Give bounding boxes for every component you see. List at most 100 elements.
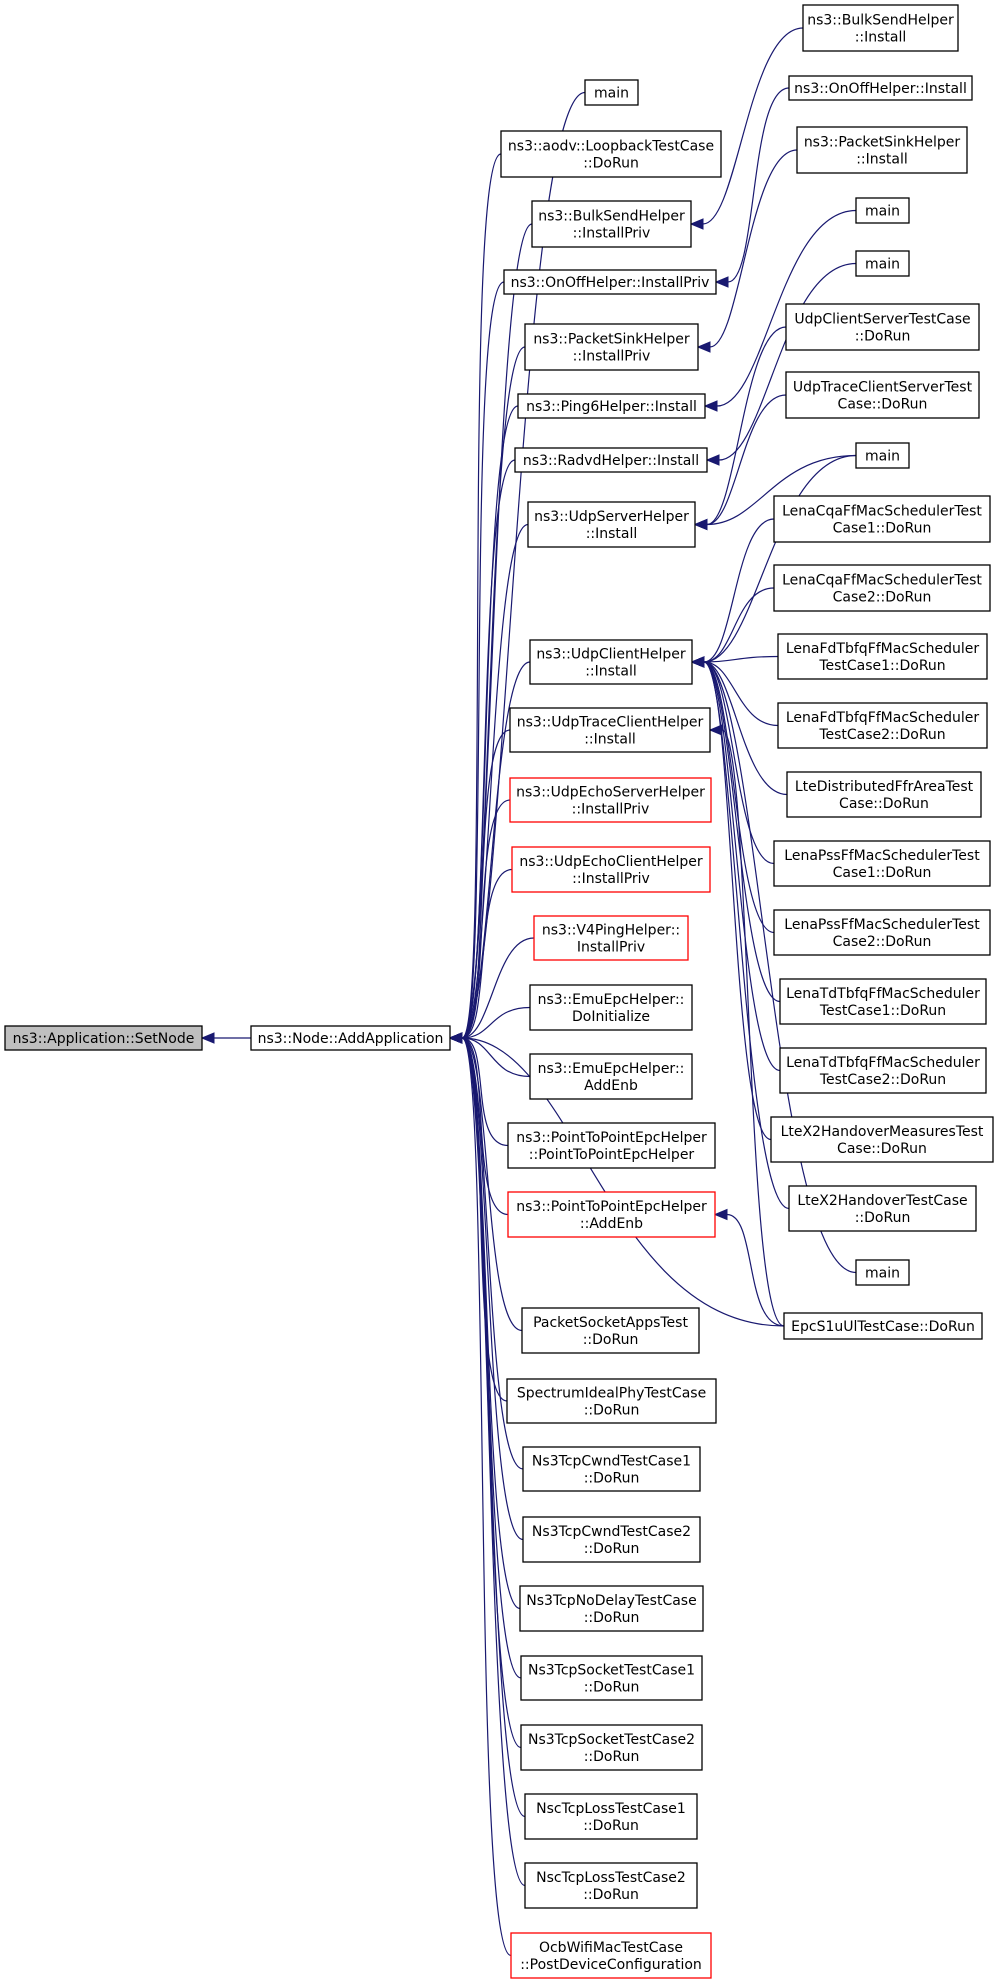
edge-udptcs-to-udpserver [693, 394, 787, 531]
node-radvd[interactable]: ns3::RadvdHelper::Install [514, 447, 708, 473]
node-addapp[interactable]: ns3::Node::AddApplication [250, 1025, 451, 1051]
node-label: LenaTdTbfqFfMacScheduler [786, 1055, 980, 1071]
node-main2[interactable]: main [855, 197, 910, 224]
node-box [785, 371, 980, 419]
node-label: ::InstallPriv [572, 871, 650, 887]
node-label: ::PointToPointEpcHelper [529, 1147, 695, 1163]
node-box [522, 1446, 701, 1492]
node-x2ho[interactable]: LteX2HandoverTestCase::DoRun [788, 1185, 977, 1232]
node-label: Ns3TcpSocketTestCase2 [528, 1732, 695, 1748]
node-label: ::Install [585, 664, 637, 680]
node-label: LenaPssFfMacSchedulerTest [784, 917, 980, 933]
node-ocb[interactable]: OcbWifiMacTestCase::PostDeviceConfigurat… [510, 1932, 712, 1979]
node-ping6[interactable]: ns3::Ping6Helper::Install [517, 393, 706, 419]
node-label: ns3::UdpClientHelper [536, 647, 686, 663]
node-epcs1[interactable]: EpcS1uUlTestCase::DoRun [783, 1312, 983, 1340]
node-udpclient[interactable]: ns3::UdpClientHelper::Install [529, 639, 693, 685]
edge-main2-to-ping6 [703, 209, 857, 412]
node-cwnd1[interactable]: Ns3TcpCwndTestCase1::DoRun [522, 1446, 701, 1492]
node-nodelay[interactable]: Ns3TcpNoDelayTestCase::DoRun [519, 1585, 704, 1632]
node-box [524, 323, 699, 371]
node-label: ns3::UdpEchoServerHelper [516, 785, 705, 801]
node-label: EpcS1uUlTestCase::DoRun [791, 1319, 975, 1335]
node-box [529, 639, 693, 685]
node-root[interactable]: ns3::Application::SetNode [4, 1025, 203, 1051]
node-label: ns3::V4PingHelper:: [542, 923, 680, 939]
node-label: Case::DoRun [839, 796, 929, 812]
edges-layer [200, 27, 857, 1957]
node-box [777, 633, 988, 680]
node-echoclient[interactable]: ns3::UdpEchoClientHelper::InstallPriv [511, 846, 711, 893]
edge-line [461, 937, 535, 1039]
node-echoserver[interactable]: ns3::UdpEchoServerHelper::InstallPriv [509, 777, 712, 823]
edge-line [706, 394, 787, 526]
node-main3[interactable]: main [855, 250, 910, 277]
node-box [500, 130, 722, 178]
edge-line [703, 661, 775, 934]
node-onoffinst[interactable]: ns3::OnOffHelper::Install [788, 75, 973, 101]
node-cwnd2[interactable]: Ns3TcpCwndTestCase2::DoRun [522, 1516, 701, 1563]
edge-line [461, 1037, 526, 1887]
edge-line [461, 1037, 509, 1147]
node-box [507, 1191, 716, 1238]
node-box [510, 1932, 712, 1979]
node-label: ::DoRun [584, 1471, 640, 1487]
node-emuenb[interactable]: ns3::EmuEpcHelper::AddEnb [529, 1053, 693, 1100]
node-label: main [594, 86, 629, 102]
edge-line [461, 868, 513, 1039]
node-label: ::DoRun [855, 1210, 911, 1226]
node-udpcs[interactable]: UdpClientServerTestCase::DoRun [785, 303, 980, 351]
node-box [786, 771, 982, 818]
node-spectrum[interactable]: SpectrumIdealPhyTestCase::DoRun [506, 1378, 717, 1424]
edge-line [461, 1037, 523, 1332]
node-box [524, 1793, 698, 1840]
node-pktsock[interactable]: PacketSocketAppsTest::DoRun [521, 1307, 700, 1354]
node-sock2[interactable]: Ns3TcpSocketTestCase2::DoRun [520, 1724, 703, 1771]
node-p2pctor[interactable]: ns3::PointToPointEpcHelper::PointToPoint… [507, 1122, 716, 1169]
node-bulkinst[interactable]: ns3::BulkSendHelper::Install [802, 4, 959, 52]
node-onoffpriv[interactable]: ns3::OnOffHelper::InstallPriv [503, 269, 717, 295]
node-sinkinst[interactable]: ns3::PacketSinkHelper::Install [796, 126, 968, 174]
node-box [509, 707, 711, 753]
node-box [503, 269, 717, 295]
node-v4ping[interactable]: ns3::V4PingHelper::InstallPriv [533, 915, 689, 961]
node-box [777, 702, 988, 749]
edge-addapp-to-root [200, 1032, 251, 1044]
node-label: ns3::Node::AddApplication [258, 1031, 444, 1047]
edge-line [703, 661, 788, 796]
node-label: NscTcpLossTestCase1 [536, 1801, 686, 1817]
node-sock1[interactable]: Ns3TcpSocketTestCase1::DoRun [520, 1655, 703, 1701]
node-sinkpriv[interactable]: ns3::PacketSinkHelper::InstallPriv [524, 323, 699, 371]
node-nscloss2[interactable]: NscTcpLossTestCase2::DoRun [524, 1862, 698, 1909]
node-aodv[interactable]: ns3::aodv::LoopbackTestCase::DoRun [500, 130, 722, 178]
node-p2penb[interactable]: ns3::PointToPointEpcHelper::AddEnb [507, 1191, 716, 1238]
edge-onoffinst-to-onoffpriv [714, 87, 790, 288]
node-main1[interactable]: main [584, 79, 639, 106]
node-main5[interactable]: main [855, 1259, 910, 1286]
edge-line [461, 281, 505, 1039]
node-nscloss1[interactable]: NscTcpLossTestCase1::DoRun [524, 1793, 698, 1840]
node-emuinit[interactable]: ns3::EmuEpcHelper::DoInitialize [529, 984, 693, 1031]
node-bulkpriv[interactable]: ns3::BulkSendHelper::InstallPriv [531, 200, 692, 248]
node-main4[interactable]: main [855, 442, 910, 469]
node-label: ::DoRun [584, 1680, 640, 1696]
node-label: LteDistributedFfrAreaTest [795, 779, 974, 795]
edge-line [461, 1037, 524, 1470]
edge-line [709, 149, 798, 348]
node-udpserver[interactable]: ns3::UdpServerHelper::Install [527, 501, 696, 548]
edge-line [461, 1037, 524, 1541]
node-udptrace[interactable]: ns3::UdpTraceClientHelper::Install [509, 707, 711, 753]
node-label: LenaFdTbfqFfMacScheduler [786, 710, 979, 726]
